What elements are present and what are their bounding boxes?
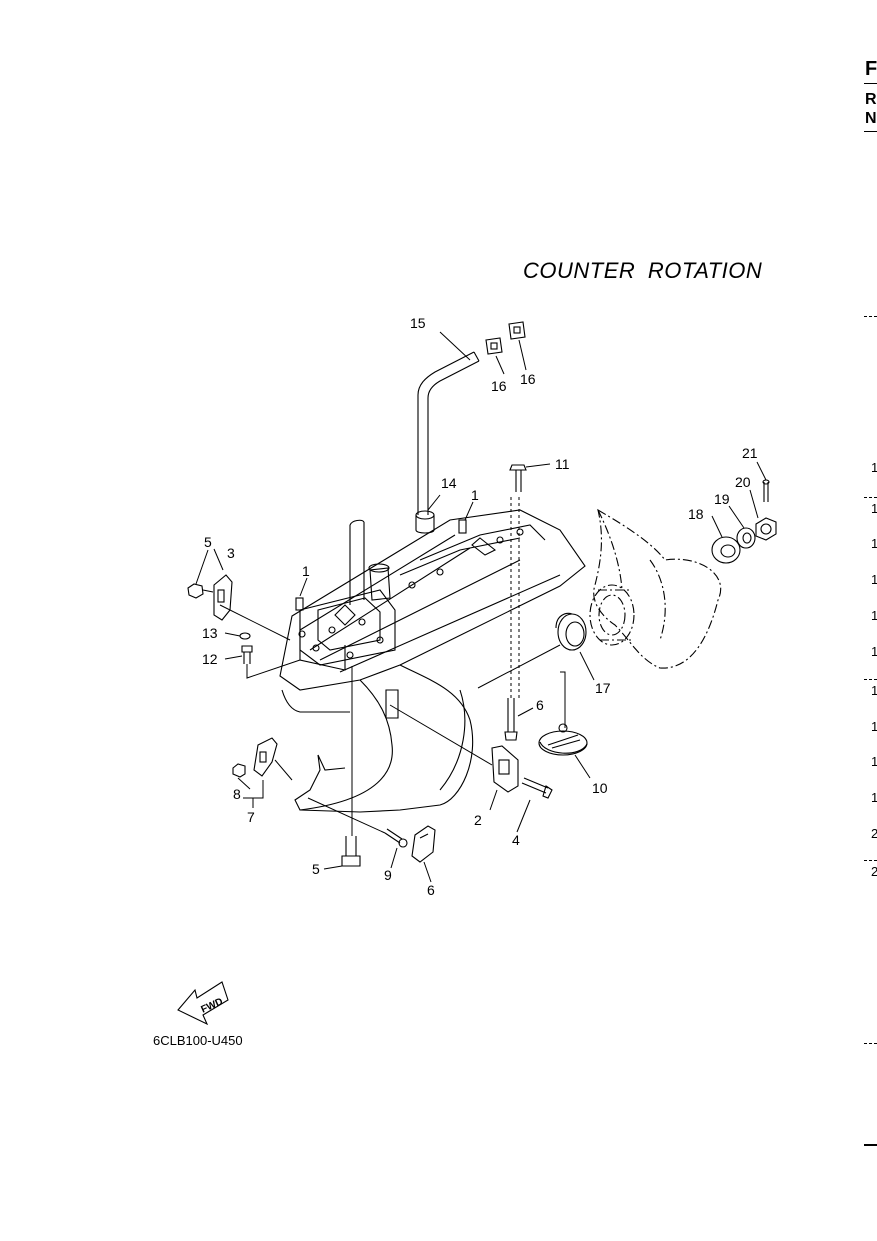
callout-9: 9 <box>384 867 392 883</box>
bracket-7 <box>253 737 278 777</box>
o-ring <box>239 632 251 640</box>
edge-rule <box>864 1144 877 1146</box>
anode-10 <box>538 723 588 756</box>
edge-dash <box>864 679 877 680</box>
dowel-pin <box>458 519 467 534</box>
callout-16: 16 <box>491 378 507 394</box>
edge-letter-r: R <box>865 91 877 108</box>
edge-number: 1 <box>871 536 877 551</box>
bolt-6 <box>504 698 518 741</box>
callout-16: 16 <box>520 371 536 387</box>
fitting-12 <box>241 645 253 664</box>
diagram-title: COUNTER ROTATION <box>523 258 763 283</box>
bolt-5-lower <box>341 836 361 867</box>
callout-19: 19 <box>714 491 730 507</box>
edge-letter-n: N <box>865 110 877 127</box>
callout-5: 5 <box>312 861 320 877</box>
callout-1: 1 <box>302 563 310 579</box>
edge-number: 1 <box>871 501 877 516</box>
callout-13: 13 <box>202 625 218 641</box>
edge-number: 1 <box>871 572 877 587</box>
callout-15: 15 <box>410 315 426 331</box>
anode-6 <box>411 825 436 863</box>
callout-8: 8 <box>233 786 241 802</box>
edge-dash <box>864 497 877 498</box>
nut-8 <box>232 763 246 778</box>
callout-7: 7 <box>247 809 255 825</box>
callout-10: 10 <box>592 780 608 796</box>
callout-18: 18 <box>688 506 704 522</box>
edge-rule <box>864 83 877 84</box>
nut-5 <box>187 583 214 599</box>
bolt-4 <box>521 777 553 799</box>
callout-3: 3 <box>227 545 235 561</box>
callout-14: 14 <box>441 475 457 491</box>
edge-number: 1 <box>871 460 877 475</box>
propeller <box>589 508 722 669</box>
edge-number: 1 <box>871 719 877 734</box>
gear-case-housing <box>279 509 586 813</box>
bolt-9 <box>384 828 408 848</box>
callout-labels: 15 16 16 11 14 1 21 20 19 18 5 3 1 13 12… <box>202 315 758 898</box>
callout-5: 5 <box>204 534 212 550</box>
callout-2: 2 <box>474 812 482 828</box>
edge-number: 1 <box>871 754 877 769</box>
edge-rule <box>864 131 877 132</box>
part-code: 6CLB100-U450 <box>153 1033 243 1048</box>
cotter-pin-21 <box>762 479 770 502</box>
edge-number: 1 <box>871 683 877 698</box>
callout-12: 12 <box>202 651 218 667</box>
edge-dash <box>864 316 877 317</box>
callout-6: 6 <box>536 697 544 713</box>
edge-number: 1 <box>871 790 877 805</box>
nut-20 <box>755 517 777 541</box>
callout-1: 1 <box>471 487 479 503</box>
edge-dash <box>864 860 877 861</box>
fwd-arrow-icon <box>177 981 229 1026</box>
edge-letter-f: F <box>865 58 877 80</box>
anode-2 <box>491 745 519 793</box>
leader-lines <box>195 331 767 883</box>
grommet-pair <box>485 321 526 355</box>
bolt-11 <box>509 464 527 492</box>
water-tube-seal <box>415 510 435 534</box>
edge-number: 2 <box>871 864 877 879</box>
callout-6: 6 <box>427 882 435 898</box>
callout-11: 11 <box>555 456 570 472</box>
callout-4: 4 <box>512 832 520 848</box>
edge-number: 1 <box>871 644 877 659</box>
dowel-pin <box>295 597 304 611</box>
washer-19 <box>736 527 756 549</box>
thrust-washer-18 <box>711 536 741 564</box>
edge-dash <box>864 1043 877 1044</box>
edge-number: 2 <box>871 826 877 841</box>
cover-17 <box>555 612 587 651</box>
water-tube <box>417 351 480 515</box>
callout-21: 21 <box>742 445 758 461</box>
edge-number: 1 <box>871 608 877 623</box>
callout-20: 20 <box>735 474 751 490</box>
clamp-3 <box>213 574 233 621</box>
callout-17: 17 <box>595 680 611 696</box>
